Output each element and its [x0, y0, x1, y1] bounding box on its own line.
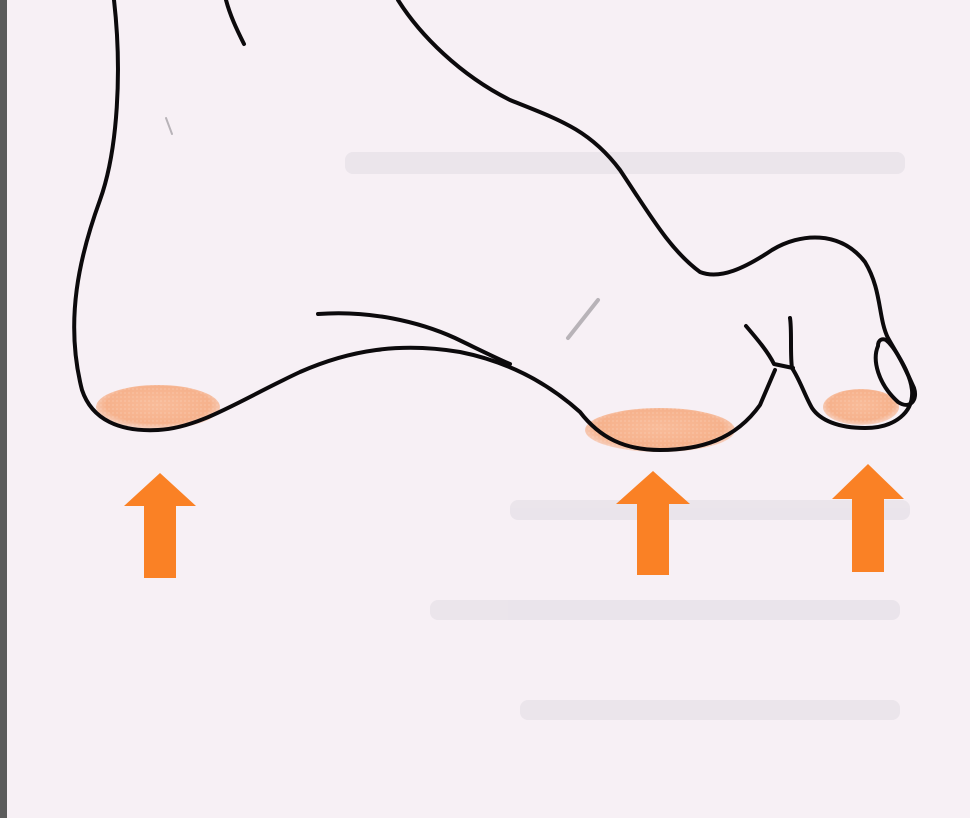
toe-pad-texture [823, 389, 899, 425]
ball-pad-texture [585, 408, 735, 452]
